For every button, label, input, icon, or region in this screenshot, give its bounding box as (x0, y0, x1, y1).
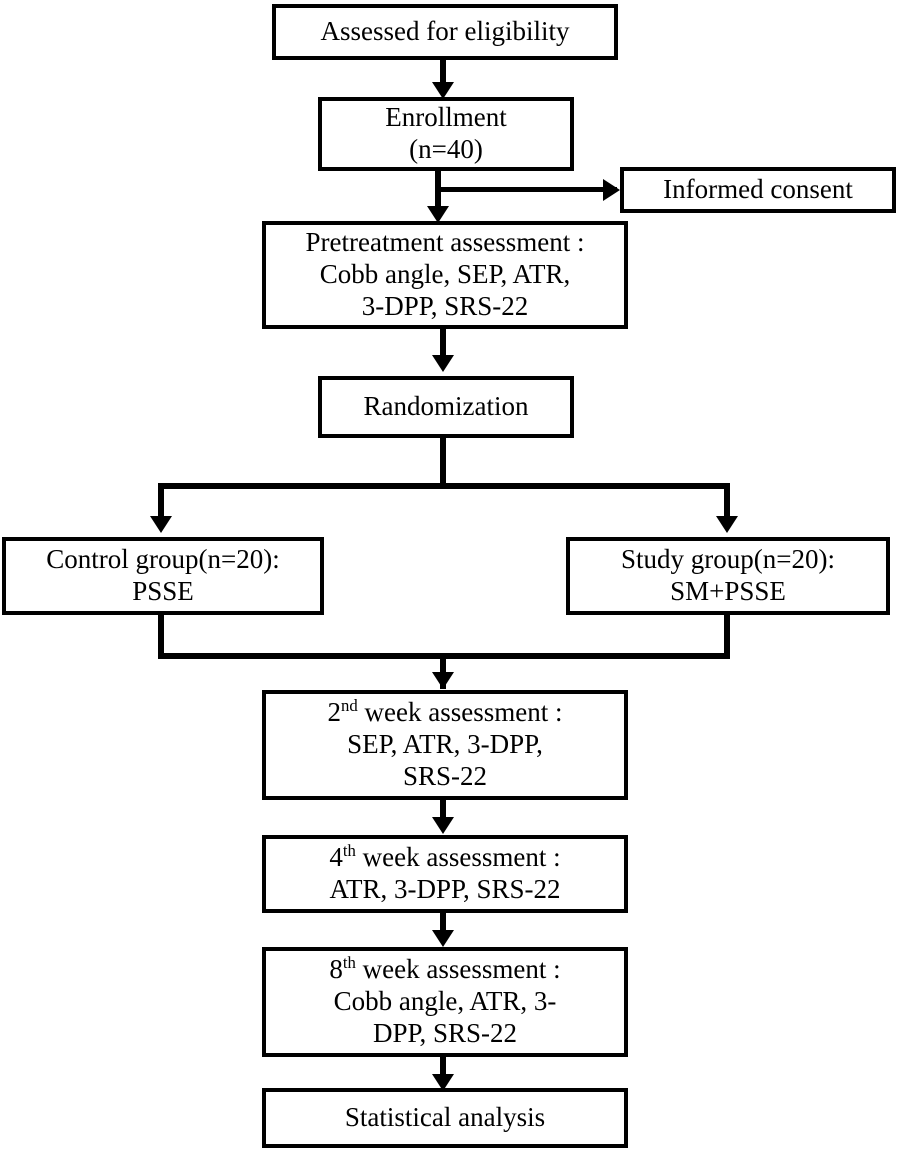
connector-control-group-down (158, 615, 164, 659)
node-statistical-analysis: Statistical analysis (262, 1088, 628, 1148)
week8-heading: 8th week assessment : (272, 954, 618, 986)
connector-split-to-control-group (158, 483, 164, 520)
week2-heading-rest: week assessment : (357, 697, 563, 728)
week8-heading-rest: week assessment : (355, 954, 561, 985)
connector-split-to-study-group (724, 483, 730, 520)
pretreatment-measures-2: 3-DPP, SRS-22 (361, 290, 529, 321)
week2-measures-2: SRS-22 (402, 760, 488, 791)
arrowhead-week2-to-week4 (432, 817, 454, 834)
statistical-analysis-label: Statistical analysis (344, 1102, 546, 1133)
week2-measures-1: SEP, ATR, 3-DPP, (347, 729, 543, 760)
connector-randomization-split-bar (158, 483, 730, 489)
control-group-intervention: PSSE (132, 576, 194, 606)
week2-ordinal-number: 2 (327, 697, 342, 728)
week4-heading: 4th week assessment : (272, 842, 618, 874)
connector-enrollment-to-informed-consent (441, 187, 617, 192)
study-group-intervention: SM+PSSE (670, 576, 786, 606)
enrollment-label: Enrollment (385, 102, 507, 133)
arrowhead-enrollment-to-pretreatment (427, 206, 449, 223)
week4-ordinal-suffix: th (342, 841, 356, 861)
connector-week8-to-statistical-analysis (440, 1057, 446, 1081)
connector-week2-to-week4 (440, 800, 446, 824)
connector-randomization-stem (440, 438, 446, 486)
week8-measures-2: DPP, SRS-22 (372, 1017, 518, 1048)
pretreatment-measures-1: Cobb angle, SEP, ATR, (319, 259, 571, 290)
arrowhead-week4-to-week8 (432, 930, 454, 947)
week4-ordinal-number: 4 (329, 842, 343, 873)
node-assessed-for-eligibility: Assessed for eligibility (272, 4, 618, 60)
arrowhead-week8-to-statistical-analysis (432, 1074, 454, 1091)
connector-week4-to-week8 (440, 913, 446, 937)
enrollment-count: (n=40) (409, 134, 483, 164)
node-week4-assessment: 4th week assessment : ATR, 3-DPP, SRS-22 (262, 835, 628, 913)
randomization-label: Randomization (363, 391, 529, 422)
week8-ordinal-number: 8 (329, 954, 343, 985)
connector-pretreatment-to-randomization (440, 329, 446, 359)
week8-ordinal-suffix: th (342, 953, 356, 973)
week8-measures-1: Cobb angle, ATR, 3- (333, 986, 557, 1017)
node-informed-consent: Informed consent (620, 167, 896, 213)
arrowhead-pretreatment-to-randomization (432, 355, 454, 372)
connector-study-group-down (724, 615, 730, 659)
control-group-heading: Control group(n=20): (46, 544, 280, 575)
node-randomization: Randomization (318, 376, 574, 438)
informed-consent-label: Informed consent (663, 174, 853, 205)
node-pretreatment-assessment: Pretreatment assessment : Cobb angle, SE… (262, 221, 628, 329)
week2-heading: 2nd week assessment : (272, 697, 618, 729)
week2-ordinal-suffix: nd (341, 696, 358, 716)
node-control-group: Control group(n=20): PSSE (2, 537, 324, 615)
connector-enrollment-trunk (435, 171, 441, 213)
week4-heading-rest: week assessment : (355, 842, 561, 873)
assessed-label: Assessed for eligibility (320, 16, 570, 47)
arrowhead-to-informed-consent (603, 179, 620, 201)
pretreatment-heading: Pretreatment assessment : (305, 227, 585, 258)
node-week8-assessment: 8th week assessment : Cobb angle, ATR, 3… (262, 947, 628, 1057)
arrowhead-to-study-group (716, 516, 738, 533)
node-enrollment: Enrollment (n=40) (318, 97, 574, 171)
connector-merge-to-week2 (440, 653, 446, 689)
node-week2-assessment: 2nd week assessment : SEP, ATR, 3-DPP, S… (262, 690, 628, 800)
node-study-group: Study group(n=20): SM+PSSE (566, 537, 890, 615)
week4-measures-1: ATR, 3-DPP, SRS-22 (329, 874, 561, 904)
arrowhead-assessed-to-enrollment (432, 82, 454, 99)
arrowhead-to-control-group (150, 516, 172, 533)
study-group-heading: Study group(n=20): (621, 544, 835, 575)
connector-assessed-to-enrollment (440, 60, 446, 87)
arrowhead-merge-to-week2 (432, 672, 454, 689)
